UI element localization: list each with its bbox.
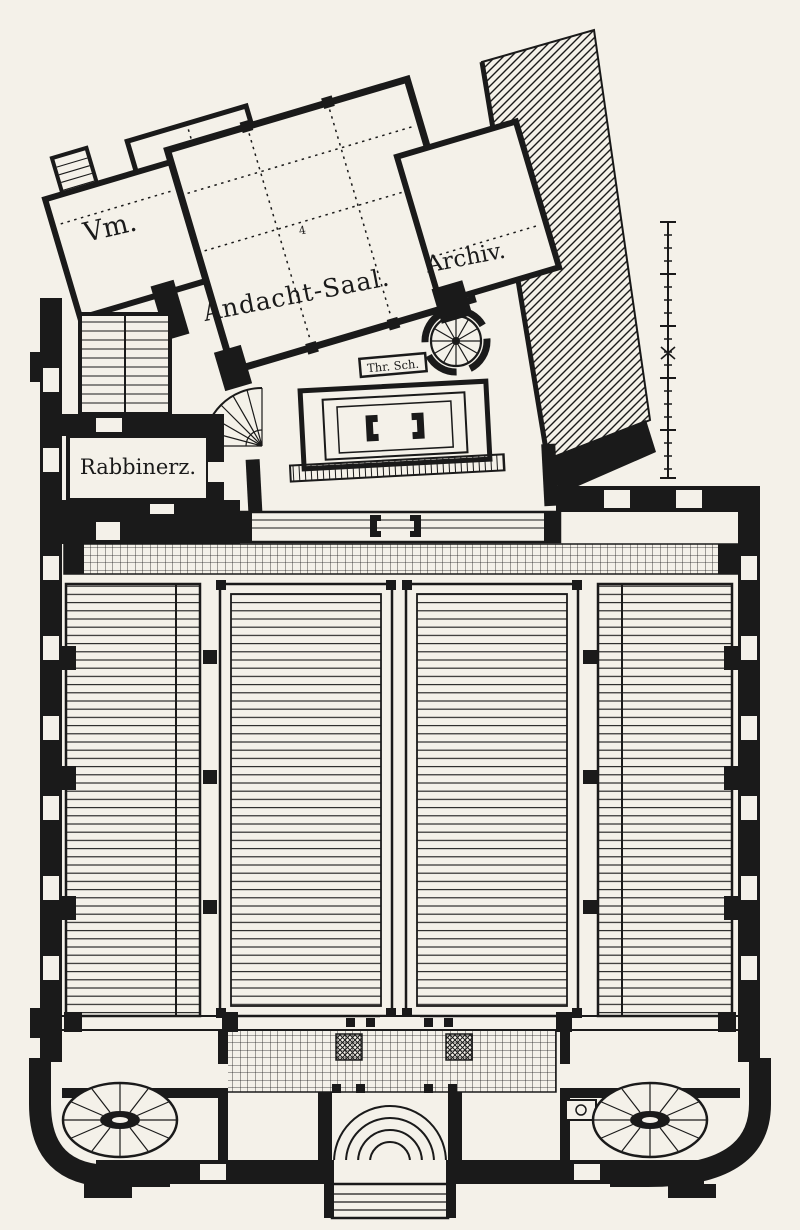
hall-south-wall — [62, 1012, 738, 1032]
spiral-staircase — [421, 306, 491, 376]
north-east-wall — [556, 486, 760, 512]
thora-shrine-box: Thr. Sch. — [357, 351, 429, 379]
window — [43, 556, 59, 580]
tiled-floor-strip — [63, 543, 739, 575]
door-opening — [96, 522, 120, 540]
ark-pier-right — [411, 412, 425, 440]
window — [741, 956, 757, 980]
plinth — [668, 1184, 716, 1198]
window — [43, 796, 59, 820]
label-thora-shrine: Thr. Sch. — [367, 357, 420, 375]
room-rabbinerz — [66, 434, 210, 502]
pier-crosshatch — [335, 1033, 363, 1061]
pew-block-left — [64, 582, 202, 1018]
pilaster — [62, 646, 76, 670]
apse-steps — [288, 453, 506, 483]
bima-front — [234, 510, 562, 544]
room-archiv — [393, 117, 563, 307]
wall-pier — [718, 544, 738, 574]
pew-block-center-left — [218, 582, 394, 1018]
tiled-floor — [225, 1029, 557, 1093]
wall-pier — [213, 344, 253, 392]
pilaster — [62, 766, 76, 790]
scale-bar-star-mark — [660, 346, 676, 360]
wall — [560, 1030, 570, 1164]
column — [203, 770, 217, 784]
pilaster — [724, 766, 738, 790]
window — [43, 448, 59, 472]
wall — [218, 1030, 228, 1164]
window — [741, 556, 757, 580]
door-opening — [150, 504, 174, 514]
window — [43, 956, 59, 980]
wall-pier — [150, 279, 190, 341]
door-opening — [218, 1064, 228, 1088]
door-opening — [604, 490, 630, 508]
column — [203, 650, 217, 664]
label-rabbinerz: Rabbinerz. — [80, 455, 196, 479]
wall — [62, 414, 212, 436]
rabbinerz-block — [62, 414, 240, 544]
window — [43, 368, 59, 392]
door-opening — [560, 1064, 570, 1088]
buttress — [30, 1008, 40, 1038]
pew-block-center-right — [404, 582, 580, 1018]
main-staircase — [78, 312, 172, 416]
oval-staircase-left — [61, 1081, 179, 1159]
plinth — [84, 1184, 132, 1198]
south-facade — [29, 1058, 771, 1220]
wall-connector — [548, 420, 656, 494]
entrance-opening — [334, 1160, 446, 1184]
door-opening — [96, 418, 122, 432]
column — [583, 650, 597, 664]
window — [43, 716, 59, 740]
oval-staircase-right — [591, 1081, 709, 1159]
pew-block-right — [596, 582, 734, 1018]
window — [741, 876, 757, 900]
door-opening — [380, 1017, 420, 1029]
entrance-porch — [318, 1092, 462, 1164]
door-opening — [208, 462, 224, 482]
ark-pier-left — [365, 414, 379, 442]
fixture — [565, 1099, 597, 1121]
door-opening — [676, 490, 702, 508]
buttress — [30, 352, 40, 382]
east-wall — [738, 486, 760, 1062]
exterior-walls — [30, 298, 760, 1062]
window — [43, 876, 59, 900]
pilaster — [724, 896, 738, 920]
pilaster — [62, 896, 76, 920]
torah-ark-structure — [245, 378, 559, 522]
entrance-steps — [333, 1105, 447, 1163]
pilaster — [724, 646, 738, 670]
outer-steps — [324, 1182, 456, 1220]
door-opening — [200, 1164, 226, 1180]
column — [583, 900, 597, 914]
door-opening — [574, 1164, 600, 1180]
window — [741, 636, 757, 660]
upper-wing — [41, 74, 563, 392]
window — [741, 796, 757, 820]
column — [583, 770, 597, 784]
window — [43, 636, 59, 660]
west-wall — [40, 298, 62, 1062]
column — [203, 900, 217, 914]
window — [741, 716, 757, 740]
scale-bar — [660, 221, 676, 479]
pier-crosshatch — [445, 1033, 473, 1061]
wall-pier — [64, 544, 84, 574]
main-hall — [62, 543, 739, 1032]
label-bay-marker: 4 — [298, 224, 307, 238]
